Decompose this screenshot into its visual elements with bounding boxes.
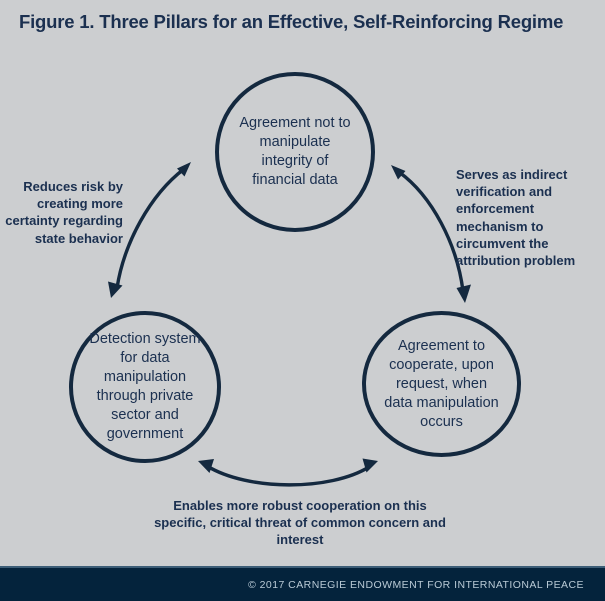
connector-label-left: Reduces risk by creating more certainty …	[5, 179, 123, 246]
pillar-circle-agreement-integrity: Agreement not to manipulate integrity of…	[215, 72, 375, 232]
footer-bar: © 2017 CARNEGIE ENDOWMENT FOR INTERNATIO…	[0, 566, 605, 601]
pillar-circle-detection-system: Detection system for data manipulation t…	[69, 311, 221, 463]
pillar-circle-agreement-cooperate: Agreement to cooperate, upon request, wh…	[362, 311, 521, 457]
figure-title: Figure 1. Three Pillars for an Effective…	[19, 11, 564, 32]
bottom-connector-arrow	[198, 458, 378, 487]
copyright-credit: © 2017 CARNEGIE ENDOWMENT FOR INTERNATIO…	[248, 579, 584, 591]
connector-label-right: Serves as indirect verification and enfo…	[456, 167, 576, 269]
pillar-top-label: Agreement not to manipulate integrity of…	[239, 115, 351, 188]
pillar-right-label: Agreement to cooperate, upon request, wh…	[384, 337, 499, 430]
connector-label-bottom: Enables more robust cooperation on this …	[154, 498, 446, 548]
pillar-left-label: Detection system for data manipulation t…	[89, 331, 201, 442]
